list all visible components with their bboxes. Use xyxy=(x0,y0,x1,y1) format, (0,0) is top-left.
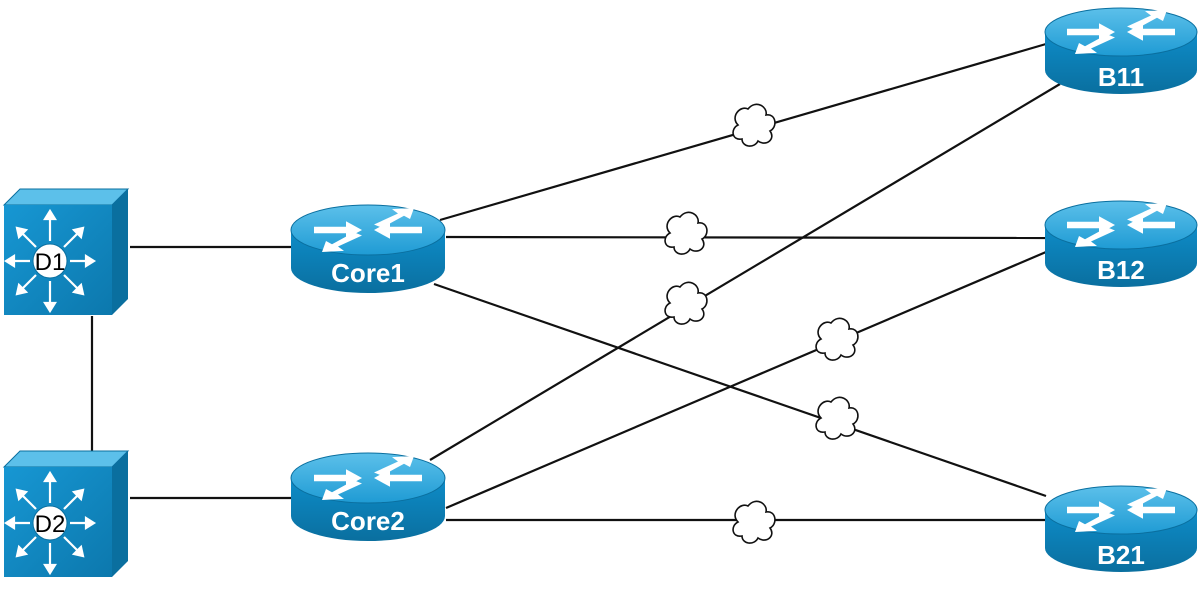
wan-cloud-icon xyxy=(732,500,776,544)
multilayer-switch-icon xyxy=(3,208,97,314)
wan-cloud-icon xyxy=(815,317,859,361)
links-layer xyxy=(90,42,1061,522)
router-icon xyxy=(314,456,422,500)
device-core2[interactable]: Core2 xyxy=(290,452,446,541)
device-label: D1 xyxy=(35,249,66,276)
link-core2-b12[interactable] xyxy=(445,250,1047,510)
device-b21[interactable]: B21 xyxy=(1044,485,1198,572)
device-label: Core1 xyxy=(331,258,405,288)
router-icon xyxy=(1067,203,1175,247)
device-d2[interactable]: D2 xyxy=(2,450,130,577)
device-b12[interactable]: B12 xyxy=(1044,200,1198,287)
wan-cloud-icon xyxy=(664,211,708,255)
device-core1[interactable]: Core1 xyxy=(290,204,446,293)
device-label: D2 xyxy=(35,511,66,538)
device-label: B11 xyxy=(1098,62,1144,92)
wan-clouds xyxy=(664,103,859,544)
router-icon xyxy=(1067,488,1175,532)
wan-cloud-icon xyxy=(664,281,708,325)
multilayer-switch-icon xyxy=(3,470,97,576)
device-label: B21 xyxy=(1097,540,1145,570)
wan-cloud-icon xyxy=(815,396,859,440)
device-label: Core2 xyxy=(331,506,405,536)
device-label: B12 xyxy=(1097,255,1145,285)
link-core1-b12[interactable] xyxy=(445,235,1047,240)
device-b11[interactable]: B11 xyxy=(1044,7,1198,94)
router-icon xyxy=(314,208,422,252)
link-core2-b11[interactable] xyxy=(429,83,1061,461)
router-icon xyxy=(1067,10,1175,54)
device-d1[interactable]: D1 xyxy=(2,188,130,315)
link-core1-b21[interactable] xyxy=(433,282,1047,498)
wan-cloud-icon xyxy=(732,103,776,147)
